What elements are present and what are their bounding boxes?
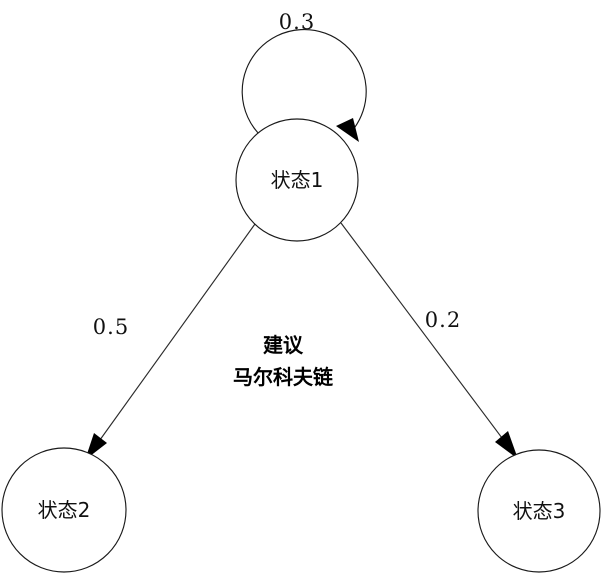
node-state3[interactable]: 状态3 [477,449,601,573]
node-state3-circle [477,449,601,573]
node-state1-circle [235,118,359,242]
edge-state1-state3[interactable] [340,222,518,459]
edge-state1-state3-line [340,222,512,451]
diagram-caption: 建议 马尔科夫链 [233,333,334,389]
node-state2[interactable]: 状态2 [1,447,127,573]
edge-label-state1-state1: 0.3 [279,10,315,34]
edge-state1-state2-arrowhead [85,433,107,460]
edge-state1-state3-arrowhead [495,431,518,459]
node-state1-label: 状态1 [271,168,324,192]
node-state2-circle [1,447,127,573]
edge-state1-state2-line [91,223,256,452]
node-state3-label: 状态3 [513,499,566,523]
node-state2-label: 状态2 [38,498,91,522]
self-loop-arrowhead [336,118,359,142]
diagram-caption-line-2: 马尔科夫链 [233,365,334,389]
self-loop-arc [241,29,367,137]
node-state1[interactable]: 状态1 [235,118,359,242]
edge-label-state1-state2: 0.5 [93,315,129,339]
edge-label-state1-state3: 0.2 [425,308,461,332]
edge-state1-state2[interactable] [85,223,256,460]
edge-state1-state1[interactable] [241,29,367,142]
diagram-caption-line-1: 建议 [263,333,304,357]
